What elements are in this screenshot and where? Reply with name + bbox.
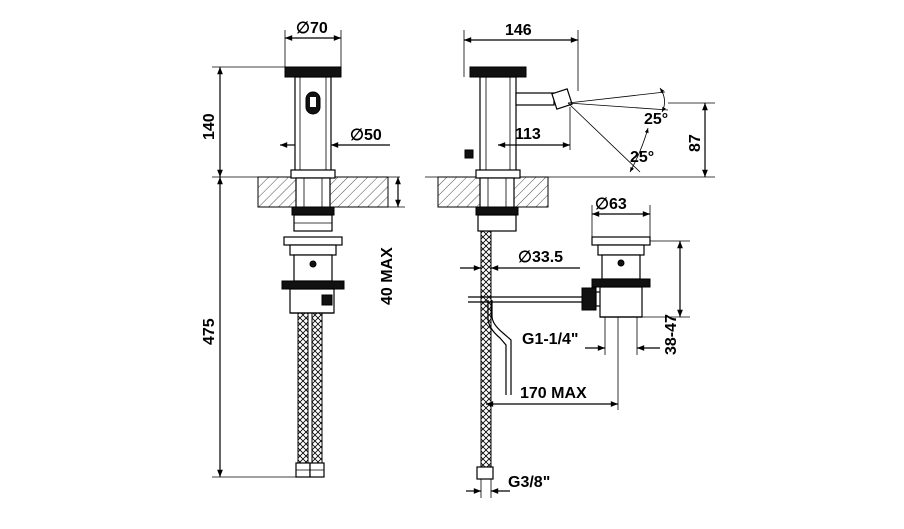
dim-d113: 113 [515, 126, 541, 143]
waste-plug [283, 236, 343, 246]
popup-rod [487, 300, 507, 395]
waste-body [293, 254, 333, 282]
dim-d3847: 38-47 [663, 314, 680, 355]
dim-g38: G3/8" [508, 474, 550, 491]
hose-left [297, 312, 309, 464]
spout-aerator [551, 88, 573, 110]
waste-plug-side [591, 236, 651, 246]
mixer-body-side [479, 76, 517, 178]
dim-g114: G1-1/4" [522, 331, 579, 348]
hose-right [311, 312, 323, 464]
dim-d50: ∅50 [350, 127, 382, 144]
angle-line-top [567, 91, 666, 104]
side-view: 146 113 25° 25° 87 ∅63 ∅33.5 38-47 [425, 22, 715, 498]
hose-side [480, 230, 492, 468]
handle-cap [284, 66, 342, 78]
dim-d475: 475 [201, 318, 218, 345]
dim-angle-25-top: 25° [644, 111, 668, 128]
dim-d140: 140 [201, 113, 218, 140]
dim-d63: ∅63 [595, 196, 627, 213]
spout [515, 92, 555, 106]
dim-d335: ∅33.5 [518, 249, 563, 266]
dim-40max: 40 MAX [379, 247, 396, 305]
shank [295, 177, 331, 209]
dim-d70: ∅70 [296, 20, 328, 37]
dim-170max: 170 MAX [520, 385, 587, 402]
dim-angle-25-bottom: 25° [630, 149, 654, 166]
dim-d146: 146 [505, 22, 532, 39]
front-view: ∅70 140 ∅50 40 MAX 475 [201, 20, 405, 478]
dim-d87: 87 [687, 134, 704, 152]
